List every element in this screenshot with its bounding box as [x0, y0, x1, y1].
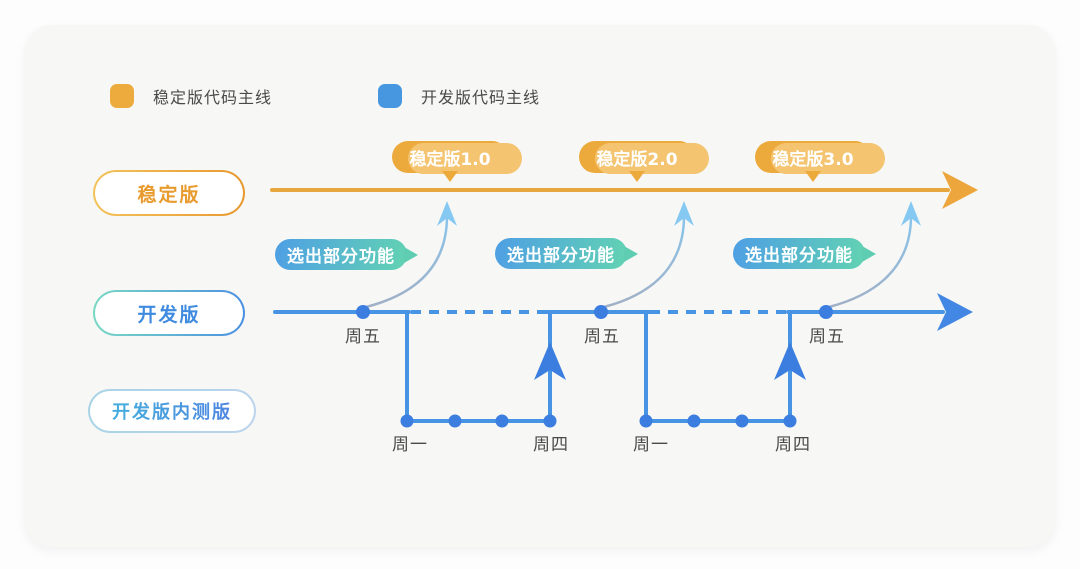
curve-arrowhead-1 — [437, 201, 457, 226]
thursday-label-1: 周四 — [533, 435, 569, 455]
release-curve-1 — [365, 201, 457, 309]
release-badge-2-0-label: 稳定版2.0 — [596, 149, 678, 170]
stable-line-arrowhead — [942, 171, 978, 209]
curve-arrowhead-2 — [674, 201, 694, 226]
release-badge-1-0-label: 稳定版1.0 — [409, 149, 491, 170]
monday-label-1: 周一 — [392, 435, 428, 455]
feature-badge-2-label: 选出部分功能 — [507, 246, 615, 266]
merge-arrowhead-2 — [774, 342, 806, 380]
lane-pill-dev: 开发版 — [93, 290, 245, 336]
curve-arrowhead-3 — [901, 201, 921, 226]
release-badge-3-0: 稳定版3.0 — [755, 141, 885, 174]
dev-line-arrowhead — [937, 293, 973, 331]
release-badge-1-0: 稳定版1.0 — [392, 141, 522, 174]
lane-pill-stable-label: 稳定版 — [137, 183, 201, 206]
friday-label-3: 周五 — [809, 327, 845, 347]
lane-pill-beta-label: 开发版内测版 — [112, 398, 232, 424]
release-badge-2-0: 稳定版2.0 — [579, 141, 709, 174]
feature-badge-2: 选出部分功能 — [495, 238, 627, 269]
friday-label-2: 周五 — [584, 327, 620, 347]
feature-badge-3-label: 选出部分功能 — [745, 246, 853, 266]
monday-label-2: 周一 — [633, 435, 669, 455]
dev-legend-label: 开发版代码主线 — [421, 88, 541, 107]
merge-arrowhead-1 — [534, 342, 566, 380]
release-curve-2 — [603, 201, 694, 309]
feature-badge-3: 选出部分功能 — [733, 238, 865, 269]
lane-pill-stable: 稳定版 — [93, 170, 245, 216]
legend: 稳定版代码主线 开发版代码主线 — [110, 84, 540, 108]
lane-pill-dev-label: 开发版 — [137, 303, 201, 326]
dev-line-dots — [356, 305, 833, 319]
diagram-card — [25, 25, 1055, 547]
release-curve-3 — [828, 201, 921, 309]
stable-legend-label: 稳定版代码主线 — [153, 88, 273, 107]
beta-branch-1 — [400, 310, 566, 428]
release-badge-3-0-label: 稳定版3.0 — [772, 149, 854, 170]
beta-branch-2 — [639, 310, 806, 428]
feature-badge-1-label: 选出部分功能 — [287, 247, 395, 267]
friday-label-1: 周五 — [345, 327, 381, 347]
lane-pill-beta: 开发版内测版 — [88, 389, 256, 433]
stable-main-line — [270, 171, 978, 209]
feature-badge-1: 选出部分功能 — [275, 239, 407, 270]
thursday-label-2: 周四 — [775, 435, 811, 455]
stable-legend-swatch — [110, 84, 134, 108]
dev-legend-swatch — [378, 84, 403, 108]
